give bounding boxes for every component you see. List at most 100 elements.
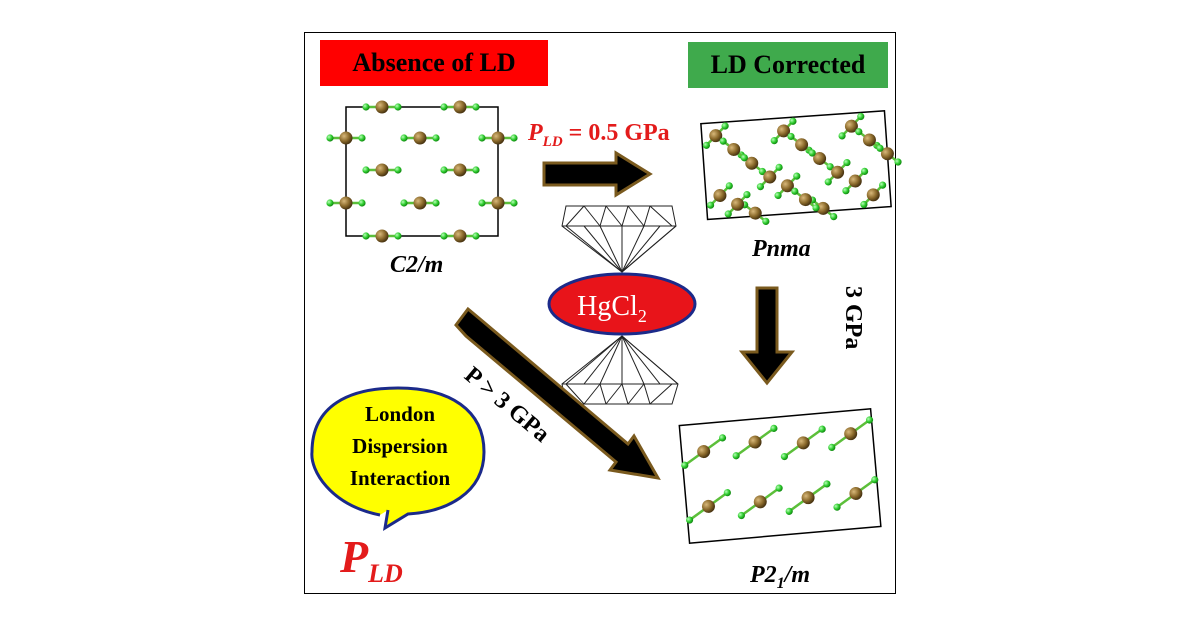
cl-atom [894, 158, 902, 166]
p21m-crystal-structure [678, 408, 882, 544]
cl-atom [838, 132, 846, 140]
cl-atom [737, 511, 745, 520]
arrow-c2m-to-pnma [542, 150, 653, 198]
absence-of-ld-banner: Absence of LD [320, 40, 548, 86]
absence-of-ld-text: Absence of LD [352, 48, 516, 77]
cl-atom [724, 210, 732, 218]
diamond-anvil-top [561, 205, 677, 273]
cl-atom [828, 443, 836, 451]
cl-atom [432, 199, 440, 207]
cl-atom [721, 122, 729, 130]
cl-atom [775, 163, 783, 171]
hg-atom [796, 436, 810, 450]
hg-atom [453, 229, 467, 243]
cl-atom [823, 480, 831, 488]
hg-atom [491, 131, 505, 145]
speech-bubble [310, 386, 486, 531]
cl-atom [719, 137, 727, 145]
cl-atom [843, 158, 851, 167]
cl-atom [876, 144, 884, 152]
hg-atom [713, 189, 727, 203]
hg-atom [862, 133, 876, 147]
cl-atom [702, 141, 711, 149]
hg-atom [866, 188, 880, 202]
pnma-crystal-structure [700, 110, 902, 225]
cl-atom [440, 232, 448, 240]
ld-corrected-banner: LD Corrected [688, 42, 888, 88]
cl-atom [756, 183, 765, 191]
bubble-text: London Dispersion Interaction [349, 402, 451, 490]
cl-atom [758, 167, 766, 176]
diamond-anvil-bottom [561, 335, 679, 405]
cl-atom [510, 134, 518, 142]
hg-atom [748, 206, 762, 220]
three-gpa-label: 3 GPa [840, 286, 866, 350]
cl-atom [394, 103, 402, 111]
hg-atom [798, 193, 812, 207]
hg-atom [413, 131, 427, 145]
cl-atom [723, 489, 731, 497]
cl-atom [472, 103, 480, 111]
cl-atom [770, 136, 778, 145]
cl-atom [785, 507, 793, 515]
pld-symbol: PLD [340, 531, 403, 589]
hg-atom [780, 179, 794, 193]
hg-atom [844, 427, 858, 441]
cl-atom [787, 132, 795, 141]
cl-atom [362, 103, 370, 111]
hg-atom [748, 435, 762, 449]
cl-atom [861, 167, 869, 175]
hg-atom [813, 151, 827, 165]
hg-atom [777, 124, 791, 138]
pld-transition-label: PLD = 0.5 GPa [528, 120, 670, 150]
cl-atom [362, 232, 370, 240]
cl-atom [510, 199, 518, 207]
hg-atom [375, 100, 389, 114]
hg-atom [795, 138, 809, 152]
hg-atom [849, 486, 863, 500]
hg-atom [701, 499, 715, 513]
cl-atom [775, 484, 783, 492]
cl-atom [358, 134, 366, 142]
arrow-pnma-to-p21m [738, 286, 796, 386]
cl-atom [400, 199, 408, 207]
hg-atom [763, 170, 777, 184]
cl-atom [770, 424, 778, 432]
c2m-crystal-structure [326, 100, 518, 243]
hg-atom [731, 197, 745, 211]
hgcl2-label: HgCl2 [577, 291, 647, 326]
arrow-c2m-to-p21m [454, 306, 661, 480]
cl-atom [743, 191, 751, 199]
cl-atom [326, 199, 334, 207]
cl-atom [789, 117, 797, 125]
cl-atom [818, 425, 826, 433]
cl-atom [725, 182, 733, 190]
pnma-label: Pnma [752, 236, 811, 262]
p21m-label: P21/m [750, 562, 811, 592]
cl-atom [740, 154, 748, 162]
cl-atom [824, 178, 832, 186]
cl-atom [358, 199, 366, 207]
cl-atom [440, 103, 448, 111]
cl-atom [791, 187, 799, 195]
hg-atom [453, 100, 467, 114]
cl-atom [855, 128, 863, 136]
hg-atom [831, 165, 845, 179]
cl-atom [826, 163, 834, 171]
cl-atom [833, 503, 841, 511]
hg-atom [491, 196, 505, 210]
hg-atom [375, 163, 389, 177]
cl-atom [718, 434, 727, 442]
cl-atom [432, 134, 440, 142]
cl-atom [774, 191, 782, 200]
cl-atom [394, 232, 402, 240]
cl-atom [685, 516, 694, 524]
cl-atom [812, 204, 820, 212]
hgcl2-ellipse [547, 272, 697, 336]
hg-atom [339, 131, 353, 145]
hg-atom [339, 196, 353, 210]
cl-atom [681, 461, 689, 469]
cl-atom [865, 416, 874, 424]
hg-atom [375, 229, 389, 243]
